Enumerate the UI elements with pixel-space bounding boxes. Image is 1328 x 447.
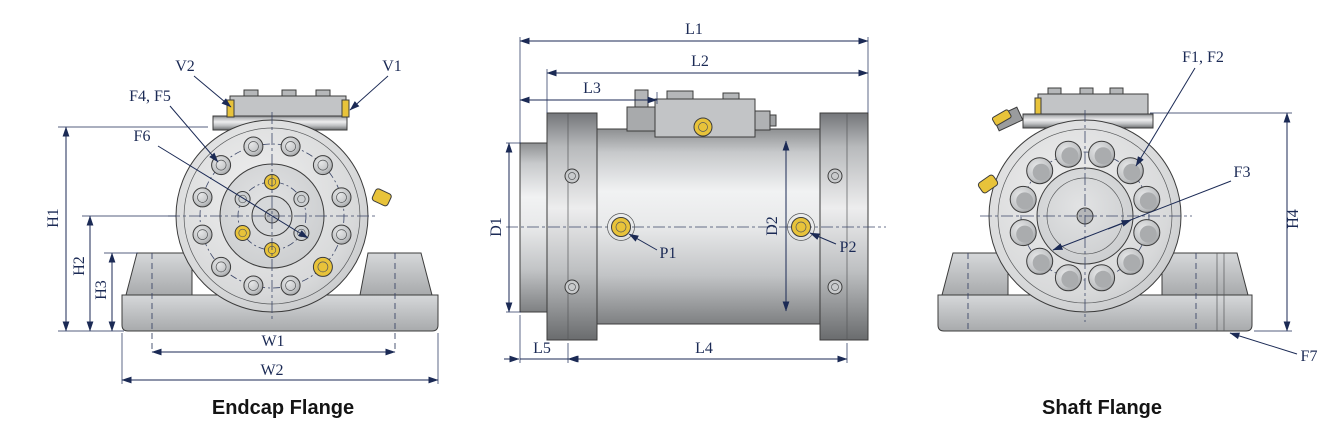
valve-v1 <box>341 99 350 118</box>
dim-label-h4: H4 <box>1285 209 1302 229</box>
dim-label-f7: F7 <box>1301 348 1318 365</box>
dim-label-f4-f5: F4, F5 <box>129 88 171 105</box>
caption-shaft-flange: Shaft Flange <box>1042 397 1162 419</box>
dim-label-h3: H3 <box>93 280 110 300</box>
side-dimensions: L1 L2 L3 D1 D2 P1 P2 L5 L4 <box>488 21 869 363</box>
dim-label-v1: V1 <box>382 58 402 75</box>
dim-label-f6: F6 <box>134 128 151 145</box>
dim-label-l1: L1 <box>685 21 703 38</box>
view-shaft-flange: F1, F2 F3 H4 F7 Shaft Flange <box>937 49 1318 419</box>
dim-label-v2: V2 <box>175 58 195 75</box>
side-valve-manifold <box>626 89 777 138</box>
port-p2 <box>787 213 815 241</box>
valve-v2 <box>226 99 235 118</box>
endcap-base-pedestal <box>121 252 439 350</box>
view-endcap-flange: V2 V1 F4, F5 F6 H1 H2 H3 W1 W2 Endcap Fl… <box>45 58 439 419</box>
dim-label-f3: F3 <box>1234 164 1251 181</box>
grease-fitting <box>991 109 1012 126</box>
dim-label-f1-f2: F1, F2 <box>1182 49 1224 66</box>
view-side-profile: L1 L2 L3 D1 D2 P1 P2 L5 L4 <box>488 21 886 363</box>
shaft-base-pedestal <box>937 252 1253 332</box>
dim-label-l5: L5 <box>533 340 551 357</box>
endcap-outer-bolt-holes <box>192 136 352 296</box>
side-body <box>519 112 869 341</box>
dim-label-w2: W2 <box>260 362 283 379</box>
dim-label-p1: P1 <box>660 245 677 262</box>
dim-label-l2: L2 <box>691 53 709 70</box>
top-port <box>693 117 713 137</box>
dim-label-w1: W1 <box>261 333 284 350</box>
dim-label-h2: H2 <box>71 256 88 276</box>
dim-label-h1: H1 <box>45 208 62 228</box>
caption-endcap-flange: Endcap Flange <box>212 397 354 419</box>
dim-label-l3: L3 <box>583 80 601 97</box>
shaft-flange-face <box>977 110 1192 322</box>
endcap-dimensions: V2 V1 F4, F5 F6 H1 H2 H3 W1 W2 <box>45 58 439 384</box>
dim-label-p2: P2 <box>840 239 857 256</box>
side-port-plug <box>371 188 392 207</box>
dim-label-l4: L4 <box>695 340 713 357</box>
dim-label-d1: D1 <box>488 217 505 237</box>
dim-label-d2: D2 <box>764 216 781 236</box>
shaft-bolt-holes <box>1009 140 1161 292</box>
endcap-valve-manifold <box>212 89 350 131</box>
rim-port-plug <box>977 174 999 194</box>
port-p1 <box>607 213 635 241</box>
shaft-dimensions: F1, F2 F3 H4 F7 <box>1052 49 1318 365</box>
shaft-valve-manifold <box>991 87 1154 132</box>
